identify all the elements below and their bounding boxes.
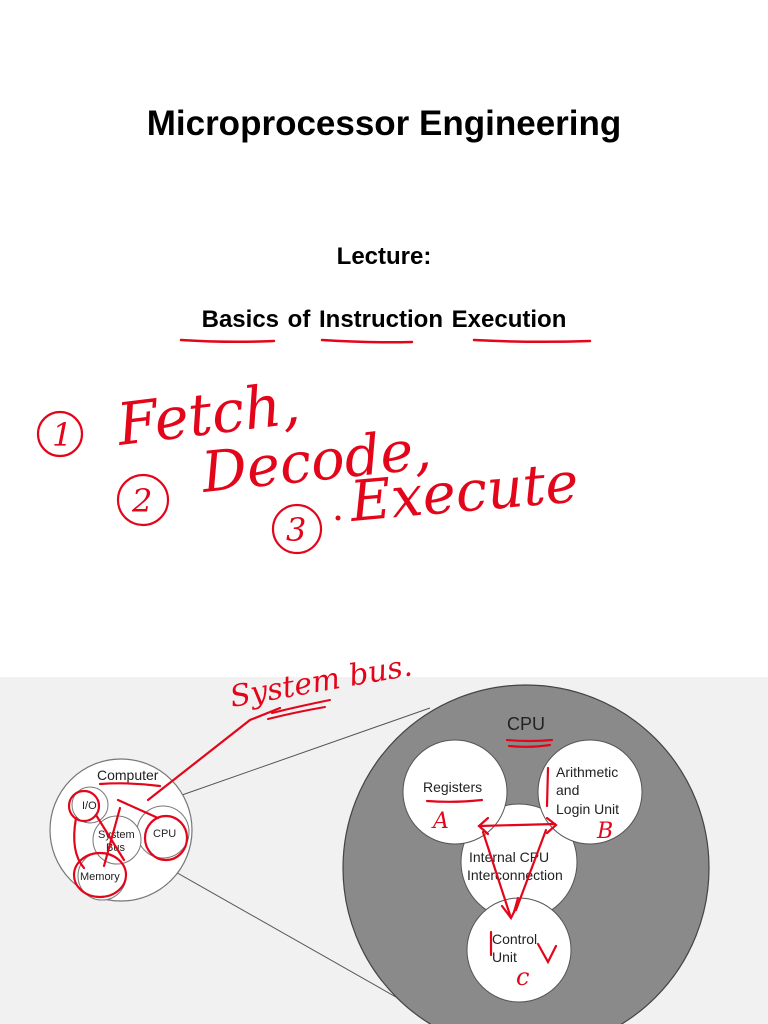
step-2-circle [116, 473, 170, 527]
small-diagram-annotations [67, 706, 282, 899]
handwritten-system-bus: System bus. [227, 648, 414, 714]
cpu-large-label: CPU [507, 714, 545, 734]
alu-label-3: Login Unit [556, 801, 619, 817]
memory-label: Memory [80, 871, 120, 883]
zoom-lines [157, 707, 441, 1023]
step-numbers: 1 2 3 [52, 416, 306, 549]
cpu-small-label: CPU [153, 828, 176, 840]
control-unit-label-2: Unit [492, 949, 517, 965]
step-3-dot [335, 515, 341, 521]
step-3-circle [271, 503, 323, 555]
step-1-circle [36, 410, 84, 458]
cpu-diagram-annotations [425, 738, 558, 965]
slide-title: Microprocessor Engineering [146, 104, 622, 143]
svg-text:2: 2 [131, 482, 152, 520]
mark-b: B [596, 819, 613, 844]
interconnect-label-2: Interconnection [467, 867, 563, 883]
lecture-subtitle: Basics of Instruction Execution [201, 306, 567, 333]
registers-circle [402, 739, 508, 845]
lecture-label: Lecture: [336, 243, 432, 270]
system-bus-label-1: System [98, 829, 135, 841]
mark-a: A [431, 809, 449, 834]
cpu-diagram: CPU Registers Arithmetic and Login Unit … [342, 684, 710, 1024]
io-circle [71, 786, 109, 824]
computer-diagram: Computer I/O System Bus CPU Memory [49, 758, 193, 902]
registers-label: Registers [423, 779, 482, 795]
subtitle-underlines [179, 338, 592, 344]
alu-label-1: Arithmetic [556, 764, 618, 780]
control-unit-label-1: Control [492, 931, 537, 947]
step-number-circles [36, 410, 323, 555]
computer-label: Computer [97, 767, 159, 783]
alu-circle [537, 739, 643, 845]
svg-text:1: 1 [52, 416, 72, 454]
mark-c: c [516, 963, 529, 991]
alu-label-2: and [556, 782, 579, 798]
io-label: I/O [82, 800, 97, 812]
svg-text:3: 3 [286, 511, 306, 549]
